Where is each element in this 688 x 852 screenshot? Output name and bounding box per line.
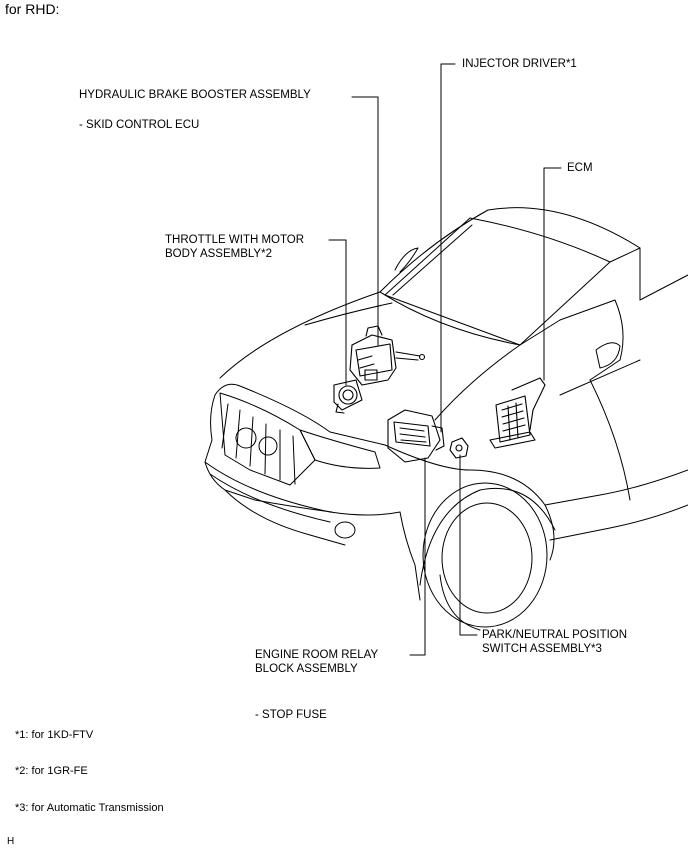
park-neutral-switch-component <box>449 437 469 459</box>
leader-lines <box>328 63 562 656</box>
label-throttle-line1: THROTTLE WITH MOTOR <box>165 234 305 246</box>
label-relay-block-line1: ENGINE ROOM RELAY <box>255 649 379 661</box>
label-hydraulic-brake-booster: HYDRAULIC BRAKE BOOSTER ASSEMBLY <box>79 89 311 101</box>
label-park-neutral-line2: SWITCH ASSEMBLY*3 <box>482 643 602 655</box>
throttle-body-component <box>333 379 363 414</box>
label-relay-block-line2: BLOCK ASSEMBLY <box>255 663 358 675</box>
label-park-neutral-line1: PARK/NEUTRAL POSITION <box>482 629 628 641</box>
relay-block-component <box>387 409 445 463</box>
ecm-component <box>489 377 546 449</box>
footnote-2: *2: for 1GR-FE <box>15 765 88 777</box>
brake-booster-component <box>349 325 426 386</box>
label-skid-control-ecu: - SKID CONTROL ECU <box>79 119 200 131</box>
label-throttle-line2: BODY ASSEMBLY*2 <box>165 248 272 260</box>
page-title: for RHD: <box>5 1 60 17</box>
figure-code: H <box>7 836 15 847</box>
label-stop-fuse: - STOP FUSE <box>255 709 327 721</box>
footnote-3: *3: for Automatic Transmission <box>15 802 164 814</box>
label-injector-driver: INJECTOR DRIVER*1 <box>462 58 577 70</box>
vehicle-outline <box>204 207 688 631</box>
label-ecm: ECM <box>567 162 593 174</box>
footnote-1: *1: for 1KD-FTV <box>15 729 94 741</box>
